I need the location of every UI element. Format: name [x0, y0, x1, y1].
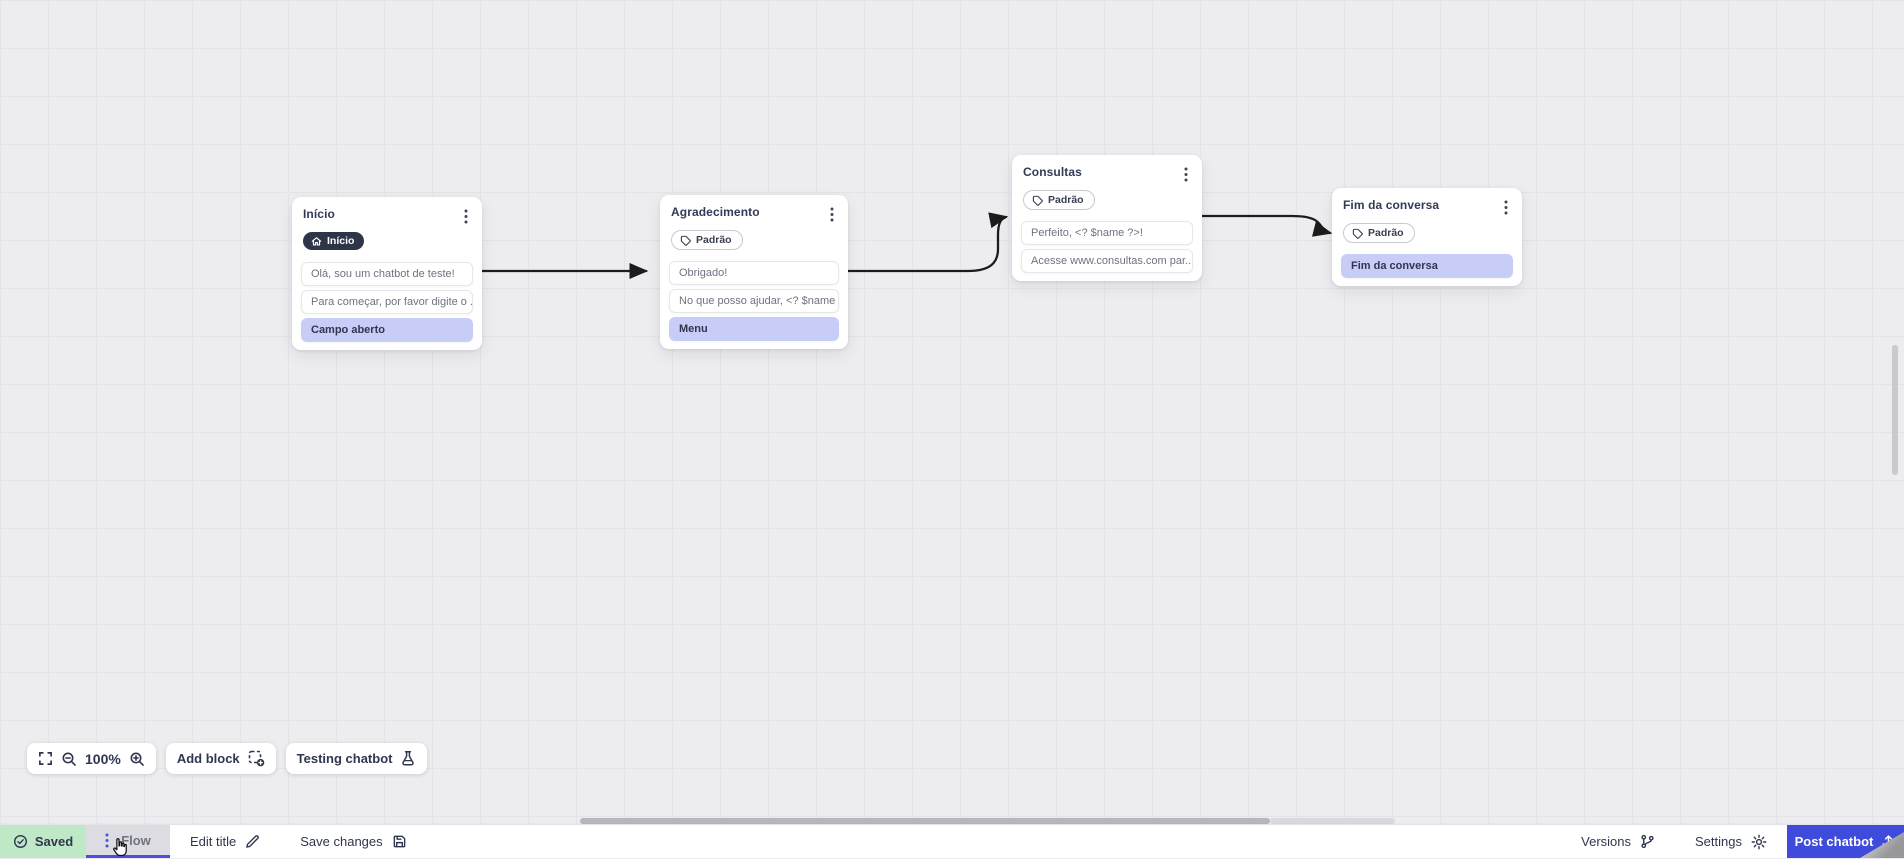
add-block-label: Add block [176, 751, 240, 766]
badge-label: Padrão [696, 234, 732, 246]
node-type-badge: Padrão [671, 230, 743, 250]
message-block[interactable]: Obrigado! [669, 260, 839, 285]
bottom-bar: Saved Flow Edit title Save changes Versi… [0, 825, 1904, 858]
flow-node-inicio[interactable]: Início Início Olá, sou um chatbot de tes… [292, 197, 482, 350]
versions-label: Versions [1581, 834, 1632, 849]
node-menu-icon[interactable] [827, 206, 837, 223]
add-block-icon [248, 750, 265, 767]
gear-icon [1751, 834, 1767, 850]
node-type-badge: Início [303, 232, 365, 250]
node-menu-icon[interactable] [461, 208, 471, 225]
flow-tab-label: Flow [121, 832, 151, 848]
horizontal-scrollbar[interactable] [580, 818, 1270, 824]
flow-node-consultas[interactable]: Consultas Padrão Perfeito, <? $name ?>! … [1012, 155, 1202, 281]
save-icon [392, 834, 407, 849]
input-block[interactable]: Campo aberto [301, 317, 473, 342]
post-chatbot-button[interactable]: Post chatbot [1787, 825, 1904, 858]
save-changes-label: Save changes [300, 834, 383, 849]
tag-icon [1352, 228, 1363, 239]
message-block[interactable]: Olá, sou um chatbot de teste! [301, 261, 473, 286]
node-title: Agradecimento [671, 205, 760, 219]
testing-chatbot-label: Testing chatbot [296, 751, 393, 766]
edit-title-button[interactable]: Edit title [170, 825, 280, 858]
edit-title-label: Edit title [190, 834, 237, 849]
horizontal-scrollbar-track [1270, 818, 1395, 824]
saved-status-badge: Saved [0, 825, 86, 858]
message-block[interactable]: Para começar, por favor digite o ... [301, 289, 473, 314]
versions-button[interactable]: Versions [1561, 825, 1675, 858]
settings-label: Settings [1695, 834, 1742, 849]
node-title: Consultas [1023, 165, 1082, 179]
node-menu-icon[interactable] [1181, 166, 1191, 183]
fullscreen-icon[interactable] [38, 751, 53, 766]
git-branch-icon [1640, 834, 1655, 849]
tag-icon [1032, 195, 1043, 206]
tab-flow[interactable]: Flow [86, 825, 170, 858]
post-chatbot-label: Post chatbot [1794, 834, 1874, 849]
node-type-badge: Padrão [1343, 223, 1415, 243]
save-changes-button[interactable]: Save changes [280, 825, 426, 858]
input-block[interactable]: Menu [669, 316, 839, 341]
node-menu-icon[interactable] [1501, 199, 1511, 216]
badge-label: Padrão [1368, 227, 1404, 239]
zoom-level: 100% [85, 750, 121, 767]
node-title: Início [303, 207, 335, 221]
message-block[interactable]: No que posso ajudar, <? $name ... [669, 288, 839, 313]
flow-node-agradecimento[interactable]: Agradecimento Padrão Obrigado! No que po… [660, 195, 848, 349]
tag-icon [680, 235, 691, 246]
zoom-controls: 100% [27, 743, 156, 774]
bottom-bar-spacer [427, 825, 1561, 858]
zoom-out-icon[interactable] [61, 751, 77, 767]
zoom-in-icon[interactable] [129, 751, 145, 767]
flow-edges [480, 212, 1333, 280]
badge-label: Padrão [1048, 194, 1084, 206]
flow-node-fim-da-conversa[interactable]: Fim da conversa Padrão Fim da conversa [1332, 188, 1522, 286]
flow-canvas[interactable]: Início Início Olá, sou um chatbot de tes… [0, 0, 1904, 825]
badge-label: Início [327, 235, 355, 247]
message-block[interactable]: Perfeito, <? $name ?>! [1021, 220, 1193, 245]
message-block[interactable]: Acesse www.consultas.com par... [1021, 248, 1193, 273]
node-title: Fim da conversa [1343, 198, 1440, 212]
add-block-button[interactable]: Add block [165, 743, 276, 774]
home-icon [311, 236, 322, 247]
flow-menu-kebab-icon[interactable] [105, 833, 109, 848]
input-block[interactable]: Fim da conversa [1341, 253, 1513, 278]
canvas-toolbar: 100% Add block Testing chatbot [27, 743, 428, 774]
vertical-scrollbar[interactable] [1892, 345, 1898, 475]
saved-label: Saved [34, 834, 74, 849]
testing-chatbot-button[interactable]: Testing chatbot [285, 743, 428, 774]
check-circle-icon [13, 834, 28, 849]
node-type-badge: Padrão [1023, 190, 1095, 210]
pencil-icon [245, 834, 260, 849]
settings-button[interactable]: Settings [1675, 825, 1787, 858]
flask-icon [400, 750, 416, 767]
